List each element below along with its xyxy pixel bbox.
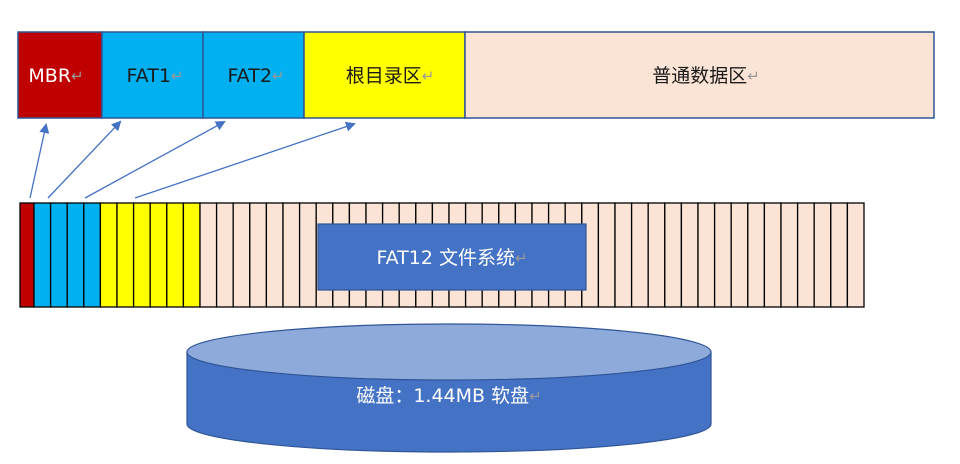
- sector-cell: [813, 202, 832, 308]
- sector-cell: [697, 202, 716, 308]
- sector-cell: [282, 202, 301, 308]
- sector-cell: [647, 202, 666, 308]
- sector-cell: [713, 202, 732, 308]
- fat2-label: FAT2↵: [228, 65, 285, 87]
- sector-cell: [66, 202, 85, 308]
- sector-cell: [99, 202, 118, 308]
- sector-cell: [199, 202, 218, 308]
- sector-cell: [132, 202, 151, 308]
- sector-cell: [763, 202, 782, 308]
- mapping-arrows: [29, 120, 356, 199]
- sector-cell: [232, 202, 251, 308]
- sector-cell: [149, 202, 168, 308]
- sector-cell: [680, 202, 699, 308]
- sector-cell: [796, 202, 815, 308]
- partition-segment-fat1: FAT1↵: [101, 31, 204, 119]
- sector-cell: [846, 202, 865, 308]
- disk-label: 磁盘：1.44MB 软盘↵: [356, 385, 541, 407]
- arrow-root-dir: [134, 121, 356, 199]
- sector-cell: [19, 202, 35, 308]
- sector-cell: [780, 202, 799, 308]
- data-area-label: 普通数据区↵: [652, 65, 760, 87]
- sector-cell: [830, 202, 849, 308]
- sector-cell: [614, 202, 633, 308]
- sector-cell: [83, 202, 102, 308]
- root-dir-label: 根目录区↵: [346, 65, 435, 87]
- arrow-mbr: [29, 123, 50, 199]
- sector-cell: [265, 202, 284, 308]
- arrow-fat1: [47, 120, 122, 199]
- filesystem-label: FAT12 文件系统↵: [376, 247, 527, 269]
- mbr-label: MBR↵: [28, 65, 83, 87]
- sector-cell: [747, 202, 766, 308]
- partition-bar: MBR↵ FAT1↵ FAT2↵ 根目录区↵ 普通数据区↵: [17, 31, 935, 119]
- sector-cell: [49, 202, 68, 308]
- sector-cell: [182, 202, 201, 308]
- sector-cell: [597, 202, 616, 308]
- sector-cell: [298, 202, 317, 308]
- fat1-label: FAT1↵: [127, 65, 184, 87]
- disk-cylinder: 磁盘：1.44MB 软盘↵: [186, 323, 712, 453]
- arrow-fat2: [84, 121, 226, 199]
- sector-cell: [249, 202, 268, 308]
- partition-segment-root-dir: 根目录区↵: [303, 31, 466, 119]
- sector-cell: [664, 202, 683, 308]
- filesystem-box: FAT12 文件系统↵: [317, 223, 587, 291]
- partition-segment-fat2: FAT2↵: [202, 31, 305, 119]
- sector-cell: [630, 202, 649, 308]
- sector-cell: [116, 202, 135, 308]
- sector-cell: [215, 202, 234, 308]
- partition-segment-mbr: MBR↵: [17, 31, 103, 119]
- sector-cell: [166, 202, 185, 308]
- partition-segment-data: 普通数据区↵: [464, 31, 935, 119]
- sector-cell: [730, 202, 749, 308]
- sector-cell: [33, 202, 52, 308]
